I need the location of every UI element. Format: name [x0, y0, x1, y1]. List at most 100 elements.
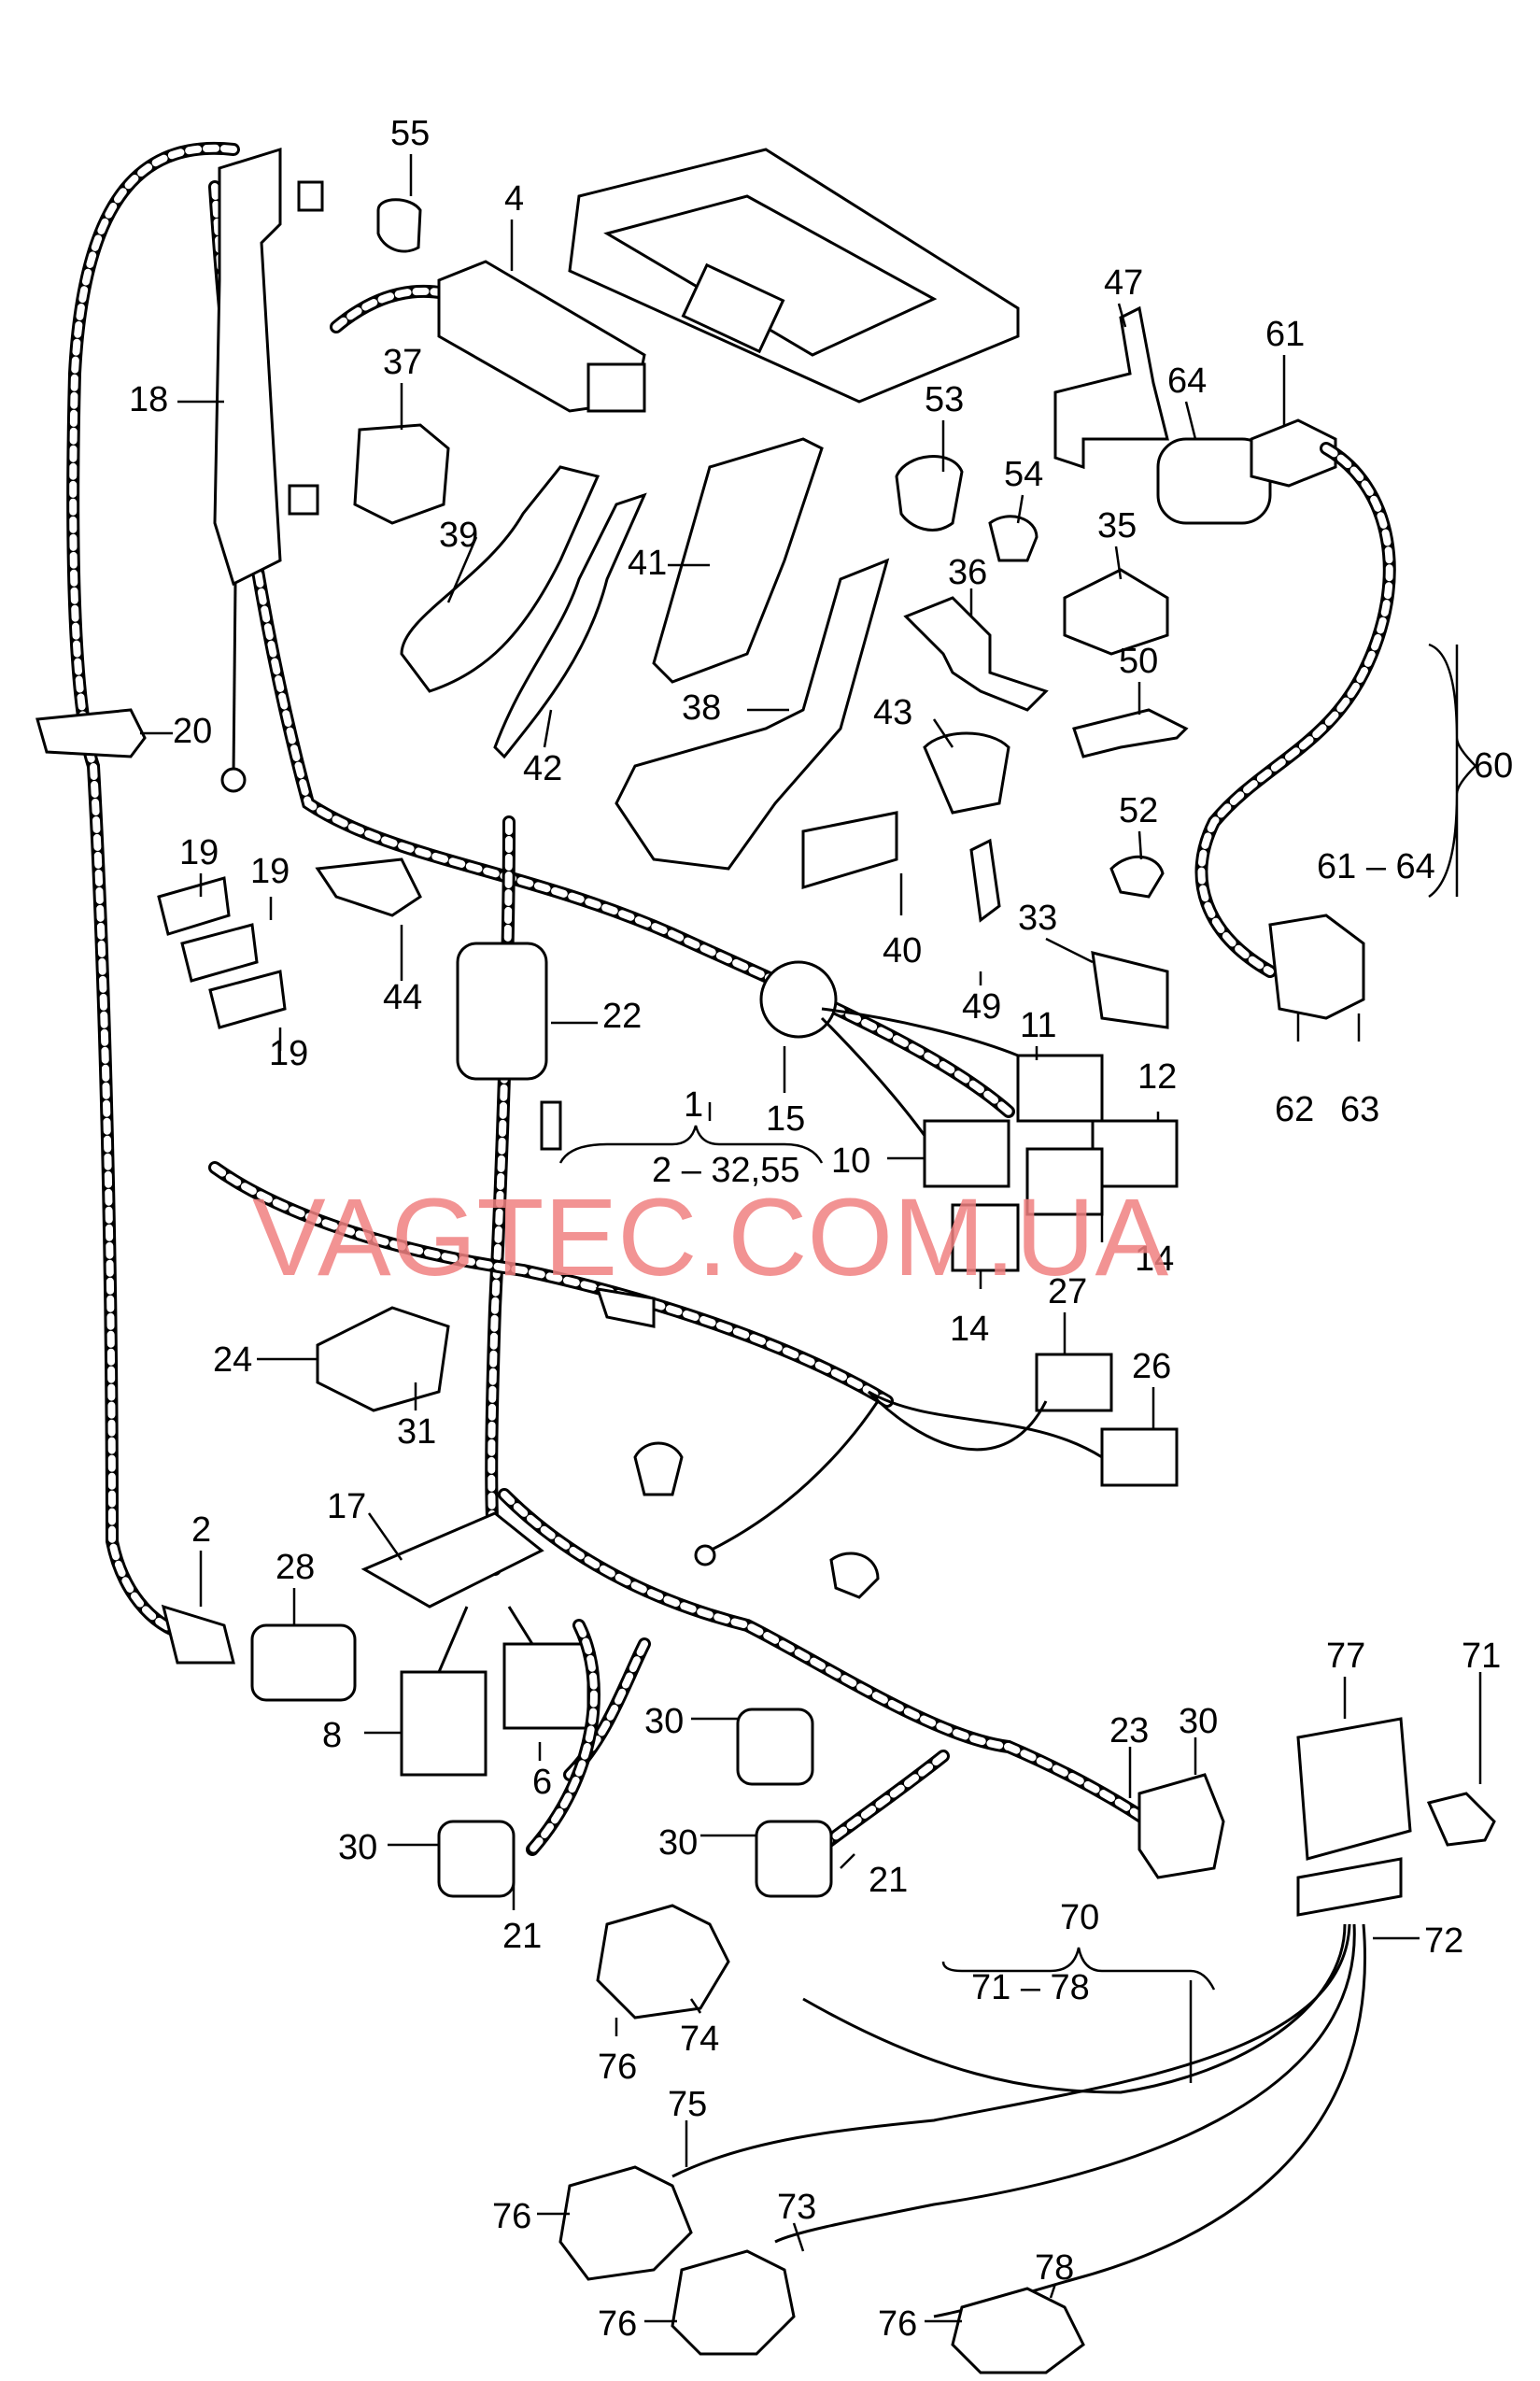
callout-61: 61 [1265, 315, 1305, 354]
bracket-38 [615, 558, 890, 871]
callout-21-b: 21 [869, 1861, 908, 1900]
callout-30-a: 30 [644, 1702, 684, 1741]
sensor-2 [161, 1604, 235, 1665]
control-unit [568, 148, 1020, 404]
watermark: VAGTEC.COM.UA [252, 1176, 1169, 1299]
bracket-50 [1072, 708, 1189, 758]
clip-43 [923, 731, 1010, 815]
connector-76-top [596, 1904, 730, 2020]
callout-30-c: 30 [338, 1828, 377, 1867]
callout-30-b: 30 [1179, 1702, 1218, 1741]
callout-78: 78 [1035, 2248, 1074, 2288]
callout-35: 35 [1097, 506, 1137, 546]
callout-60: 60 [1474, 746, 1513, 786]
bracket-47 [1053, 305, 1169, 470]
callout-19-c: 19 [269, 1034, 308, 1073]
bracket-17 [360, 1511, 544, 1609]
callout-64: 64 [1167, 361, 1207, 401]
callout-4: 4 [504, 179, 524, 219]
clip-mount-2 [595, 1287, 656, 1328]
callout-40: 40 [883, 931, 922, 971]
callout-63: 63 [1340, 1090, 1379, 1129]
callout-44: 44 [383, 978, 422, 1017]
connector-30-d [755, 1820, 833, 1898]
callout-76-c: 76 [598, 2304, 637, 2344]
callout-70: 70 [1060, 1898, 1099, 1937]
clip-lower-b [829, 1552, 880, 1599]
callout-73: 73 [777, 2188, 816, 2227]
callout-14-b: 14 [950, 1310, 989, 1349]
callout-50: 50 [1119, 642, 1158, 681]
callout-14-a: 14 [1135, 1240, 1174, 1279]
connector-76-mid [671, 2249, 796, 2356]
callout-53: 53 [925, 380, 964, 419]
cover-42 [493, 492, 647, 759]
callout-2-32-55: 2 – 32,55 [652, 1151, 799, 1190]
bracket-18 [213, 147, 324, 793]
connector-housing-4 [437, 260, 646, 413]
callout-19-b: 19 [250, 852, 290, 891]
callout-43: 43 [873, 693, 912, 732]
callout-49: 49 [962, 987, 1001, 1027]
plug-19 [157, 876, 287, 1029]
connector-24 [316, 1306, 450, 1412]
callout-23: 23 [1109, 1711, 1149, 1750]
callout-71-78: 71 – 78 [971, 1968, 1090, 2007]
bracket-33 [1091, 951, 1169, 1029]
callout-76-d: 76 [878, 2304, 917, 2344]
callout-42: 42 [523, 749, 562, 788]
harness-70 [671, 1717, 1496, 2318]
clip-49 [969, 838, 1001, 923]
connector-11 [1016, 1054, 1104, 1123]
callout-15: 15 [766, 1099, 805, 1139]
callout-18: 18 [129, 380, 168, 419]
callout-8: 8 [322, 1716, 342, 1755]
clip-upper-b [633, 1441, 684, 1496]
connector-8 [400, 1606, 487, 1777]
callout-61-64: 61 – 64 [1317, 847, 1435, 886]
callout-37: 37 [383, 343, 422, 382]
callout-2: 2 [191, 1510, 211, 1550]
clip-44 [315, 857, 422, 917]
callout-71-a: 71 [1462, 1637, 1501, 1676]
callout-62: 62 [1275, 1090, 1314, 1129]
clip-52 [1109, 855, 1165, 899]
leader-lines [140, 154, 1482, 2323]
callout-10: 10 [831, 1141, 870, 1181]
callout-12: 12 [1137, 1057, 1177, 1097]
callout-76-a: 76 [598, 2048, 637, 2087]
connector-6 [502, 1606, 590, 1730]
callout-39: 39 [439, 516, 478, 555]
callout-17: 17 [327, 1487, 366, 1526]
sleeve-22 [456, 942, 548, 1081]
callout-74: 74 [680, 2020, 719, 2059]
grommet-20 [35, 708, 147, 758]
sensor-lead-60 [1194, 442, 1396, 1020]
connector-23-30 [1137, 1773, 1225, 1879]
callout-55: 55 [390, 114, 430, 153]
callout-21-a: 21 [502, 1917, 542, 1956]
callout-19-a: 19 [179, 833, 219, 872]
callout-75: 75 [668, 2085, 707, 2124]
connector-30-a [736, 1708, 814, 1786]
callout-76-b: 76 [492, 2197, 531, 2236]
callout-77: 77 [1326, 1637, 1365, 1676]
connector-76-left [558, 2165, 693, 2281]
callout-52: 52 [1119, 791, 1158, 830]
callout-54: 54 [1004, 455, 1043, 494]
callout-6: 6 [532, 1763, 552, 1802]
connector-30-c [437, 1619, 600, 1898]
callout-24: 24 [213, 1340, 252, 1380]
connector-61 [1250, 418, 1337, 488]
callouts: 55 4 47 61 64 18 37 53 54 35 39 41 36 50… [129, 114, 1513, 2344]
callout-72: 72 [1424, 1921, 1463, 1961]
callout-1: 1 [684, 1085, 703, 1125]
clip-35 [1063, 568, 1169, 656]
connector-28 [250, 1623, 357, 1702]
bracket-37 [353, 423, 450, 525]
callout-26: 26 [1132, 1347, 1171, 1386]
callout-36: 36 [948, 553, 987, 592]
clip-55 [376, 198, 422, 253]
callout-31: 31 [397, 1412, 436, 1452]
